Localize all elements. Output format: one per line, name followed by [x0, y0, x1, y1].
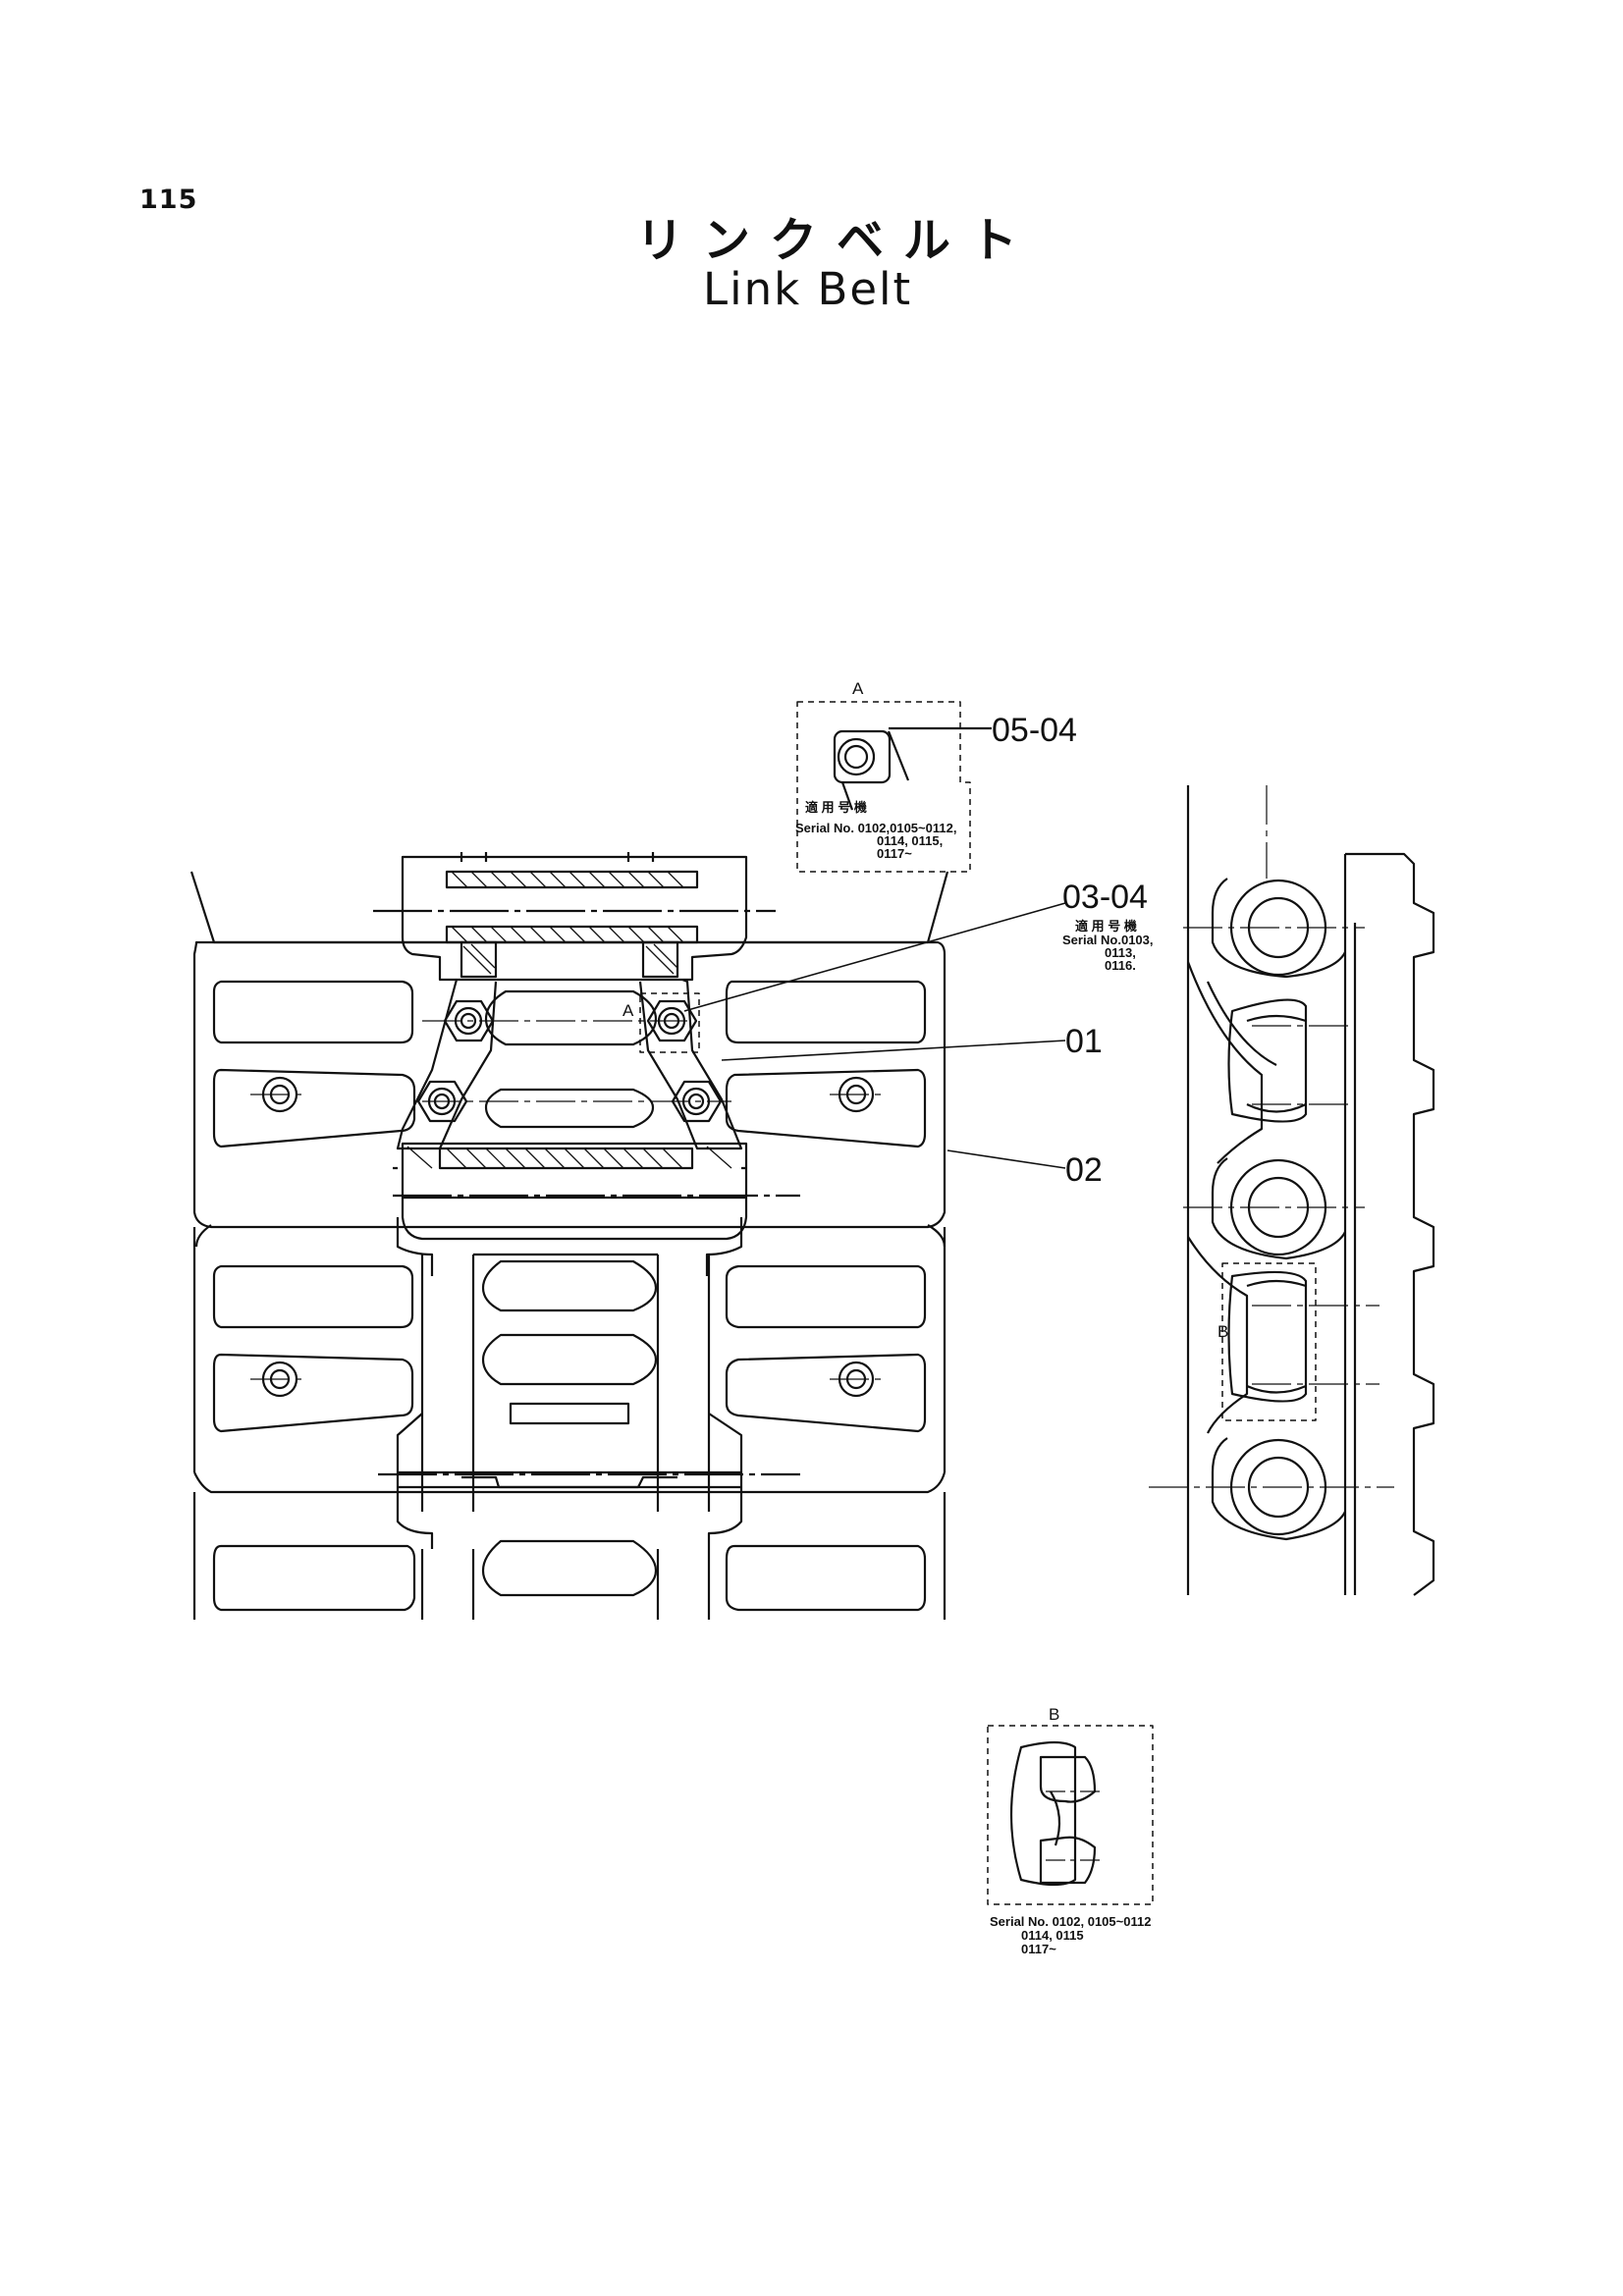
side-view-center-lines: [1149, 785, 1394, 1488]
detail-a-label-jp: 適 用 号 機: [805, 800, 867, 815]
leader-lines: [683, 902, 1066, 1169]
detail-b-serial-2: 0114, 0115: [1021, 1928, 1084, 1943]
note-0304-line-1: Serial No.0103,: [1062, 933, 1154, 947]
callout-03-04: 03-04: [1062, 879, 1148, 916]
lower-pin-assembly: [393, 1142, 800, 1241]
detail-a-title: A: [852, 679, 864, 698]
view-ref-b: B: [1217, 1322, 1228, 1341]
page-number: 115: [139, 185, 198, 215]
callout-02: 02: [1065, 1151, 1103, 1189]
callout-05-04: 05-04: [992, 712, 1077, 749]
center-lines: [250, 1020, 884, 1380]
detail-a-serial-3: 0117~: [877, 846, 912, 861]
track-links: [396, 978, 743, 1150]
detail-b-serial-3: 0117~: [1021, 1942, 1056, 1956]
side-view-outline: [1186, 785, 1347, 1595]
side-view-grousers: [1345, 852, 1435, 1596]
detail-b-part: [1009, 1740, 1100, 1887]
shoe-bolts: [261, 1076, 875, 1398]
view-ref-a: A: [622, 1001, 634, 1020]
note-0304-line-2: 0113,: [1105, 945, 1136, 960]
detail-b-frame: [987, 1725, 1154, 1905]
detail-a-serial-2: 0114, 0115,: [877, 833, 943, 848]
upper-pin-assembly: [373, 852, 776, 982]
note-0304-label-jp: 適 用 号 機: [1075, 919, 1137, 934]
detail-a-serial-1: Serial No. 0102,0105~0112,: [795, 821, 956, 835]
callout-01: 01: [1065, 1023, 1103, 1060]
grouser-slots: [212, 980, 927, 1612]
hatching-upper: [451, 871, 684, 975]
hatching-lower: [406, 1146, 732, 1169]
track-shoe-outline: [189, 871, 949, 1620]
lower-links: [378, 1217, 800, 1620]
detail-a-marker: [639, 992, 700, 1053]
page-title-japanese: リンクベルト: [636, 213, 1038, 268]
note-0304-line-3: 0116.: [1105, 958, 1136, 973]
detail-a-nut: [833, 726, 992, 811]
detail-b-title: B: [1049, 1705, 1059, 1724]
page-title-english: Link Belt: [703, 263, 913, 315]
detail-b-marker: [1221, 1262, 1317, 1421]
detail-b-serial-1: Serial No. 0102, 0105~0112: [990, 1914, 1151, 1929]
link-nuts: [416, 999, 723, 1129]
detail-a-frame: [796, 701, 971, 873]
